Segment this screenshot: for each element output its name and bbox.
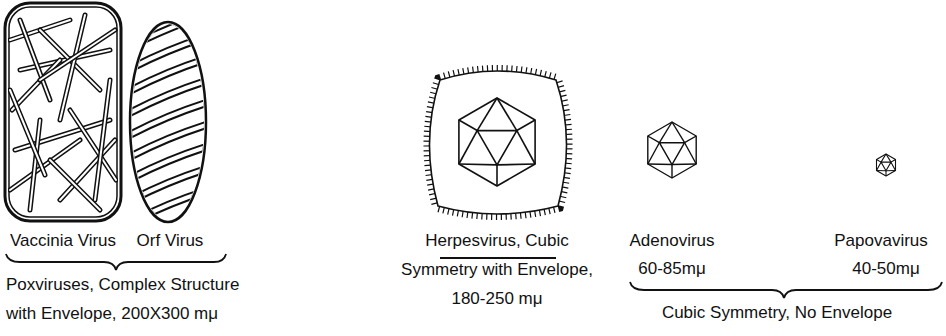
capsid-face xyxy=(881,162,891,171)
tubule xyxy=(95,80,110,200)
capsid-edge xyxy=(517,120,535,131)
tubule xyxy=(10,90,45,175)
spiral-band xyxy=(120,78,216,118)
capsid-edge xyxy=(891,162,896,170)
tubule xyxy=(20,20,50,100)
virus-name: Papovavirus xyxy=(820,226,942,255)
capsid-edge xyxy=(459,131,477,164)
virus-name: Vaccinia Virus xyxy=(4,226,122,255)
capsid-edge xyxy=(497,163,535,165)
spiral-band xyxy=(120,188,216,228)
capsid-edge xyxy=(881,154,886,162)
spiral-band xyxy=(120,34,216,74)
capsid-edge xyxy=(517,131,535,164)
capsid-edge xyxy=(885,171,886,176)
capsid-edge xyxy=(648,136,660,143)
capsid-edge xyxy=(459,163,497,165)
tubule xyxy=(20,20,50,100)
adenovirus xyxy=(648,122,696,178)
tubule xyxy=(60,15,85,120)
capsid-edge xyxy=(886,170,896,171)
tubule xyxy=(40,30,115,80)
spiral-band xyxy=(120,122,216,162)
capsid-edge xyxy=(659,122,672,143)
capsid-edge xyxy=(891,160,896,163)
capsid-edge xyxy=(876,162,881,170)
spiral-band xyxy=(120,188,216,228)
capsid-face xyxy=(659,143,684,165)
capsid-edge xyxy=(648,143,660,164)
tubule xyxy=(60,15,85,120)
capsid-outline xyxy=(648,122,696,178)
spiral-band xyxy=(120,34,216,74)
tubule xyxy=(40,30,115,80)
orf-virus xyxy=(120,0,216,250)
capsid-edge xyxy=(496,165,498,186)
capsid-edge xyxy=(459,120,477,131)
group-caption: Poxviruses, Complex Structure with Envel… xyxy=(6,270,274,328)
vaccinia-virus xyxy=(5,3,121,221)
capsid-edge xyxy=(672,122,685,143)
papovavirus xyxy=(876,154,895,176)
capsid-edge xyxy=(497,98,517,131)
spiral-band xyxy=(120,166,216,206)
tubule xyxy=(70,110,116,180)
spiral-band xyxy=(120,100,216,140)
virus-name: Orf Virus xyxy=(125,226,215,255)
size-dimension: 40-50mμ xyxy=(836,254,936,283)
tubule xyxy=(95,80,110,200)
spiral-band xyxy=(120,56,216,96)
capsid-outline xyxy=(877,154,896,176)
group-caption: Herpesvirus, Cubic Symmetry with Envelop… xyxy=(392,226,602,313)
capsid-edge xyxy=(671,165,672,178)
capsid-outline xyxy=(459,98,535,186)
capsid-face xyxy=(477,131,517,165)
tubule xyxy=(50,160,100,210)
spiral-band xyxy=(120,144,216,184)
capsid-edge xyxy=(477,98,497,131)
spiral-band xyxy=(120,56,216,96)
spiral-band xyxy=(120,12,216,52)
tubule xyxy=(50,160,100,210)
group-caption: Cubic Symmetry, No Envelope xyxy=(612,298,942,327)
tubule xyxy=(10,90,45,175)
tubule xyxy=(70,110,116,180)
spiral-band xyxy=(120,144,216,184)
herpesvirus xyxy=(429,71,566,214)
capsid-edge xyxy=(876,160,881,163)
capsid-edge xyxy=(648,163,672,165)
spiral-band xyxy=(120,12,216,52)
spiral-band xyxy=(120,122,216,162)
size-dimension: 60-85mμ xyxy=(622,254,722,283)
spiral-band xyxy=(120,100,216,140)
capsid-edge xyxy=(685,136,697,143)
capsid-edge xyxy=(672,163,696,165)
capsid-edge xyxy=(876,170,886,171)
spiral-band xyxy=(120,166,216,206)
capsid-edge xyxy=(685,143,697,164)
capsid-edge xyxy=(886,154,891,162)
spiral-band xyxy=(120,78,216,118)
virus-name: Adenovirus xyxy=(612,226,732,255)
